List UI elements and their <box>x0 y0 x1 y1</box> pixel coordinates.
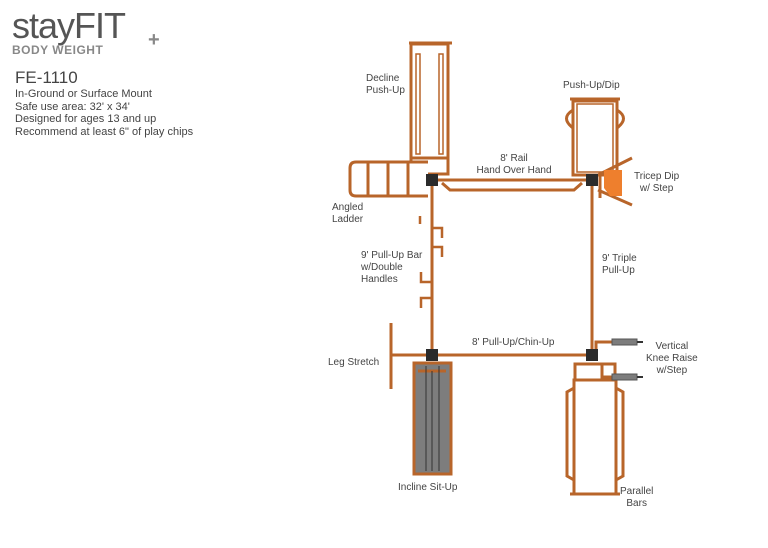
label-incline-situp: Incline Sit-Up <box>398 482 458 493</box>
parallel-bars <box>565 362 625 496</box>
label-chinup: 8' Pull-Up/Chin-Up <box>472 337 555 348</box>
logo-plus: + <box>148 29 160 51</box>
knee-raise-grip <box>611 338 638 346</box>
double-handles <box>418 216 444 308</box>
joint <box>426 349 438 361</box>
knee-raise <box>594 340 612 379</box>
stayfit-logo: stayFIT BODY WEIGHT + <box>12 8 182 58</box>
logo-sub: BODY WEIGHT <box>12 43 104 57</box>
label-leg-stretch: Leg Stretch <box>328 357 380 368</box>
joint <box>586 349 598 361</box>
info-line: In-Ground or Surface Mount <box>15 88 152 100</box>
pushup-dip-station <box>565 97 625 177</box>
knee-raise-grip <box>611 373 638 381</box>
incline-situp-board <box>412 361 453 476</box>
model-number: FE-1110 <box>15 68 78 87</box>
label-pushup-dip: Push-Up/Dip <box>563 80 620 91</box>
info-line: Designed for ages 13 and up <box>15 113 157 125</box>
info-line: Safe use area: 32' x 34' <box>15 100 130 113</box>
hand-over-hand-rail <box>438 178 586 192</box>
joint <box>426 174 438 186</box>
tricep-dip-step <box>597 156 633 207</box>
logo-main: stayFIT <box>12 5 126 46</box>
joint <box>586 174 598 186</box>
angled-ladder <box>348 160 428 198</box>
leg-stretch <box>389 323 432 389</box>
decline-pushup-bench <box>409 41 452 176</box>
product-info: FE-1110 In-Ground or Surface Mount Safe … <box>15 68 193 138</box>
tricep-dip-step-plate <box>604 170 622 196</box>
info-line: Recommend at least 6" of play chips <box>15 125 194 138</box>
